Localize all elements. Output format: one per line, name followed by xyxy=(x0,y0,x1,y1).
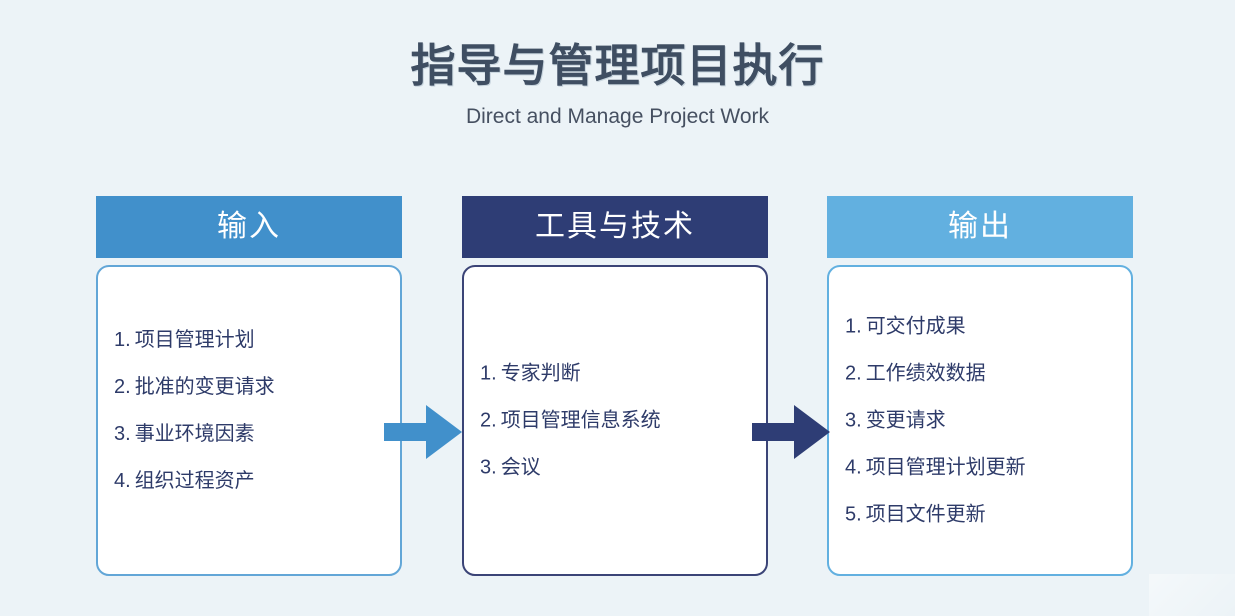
list-item-label: 工作绩效数据 xyxy=(865,362,986,384)
list-item-label: 项目文件更新 xyxy=(865,503,986,525)
list-item-label: 项目管理信息系统 xyxy=(500,409,661,431)
list-item: 1.可交付成果 xyxy=(845,303,1121,350)
list-item: 4.项目管理计划更新 xyxy=(845,444,1121,491)
column-tools: 工具与技术 1.专家判断 2.项目管理信息系统 3.会议 xyxy=(462,196,768,576)
list-item: 2.批准的变更请求 xyxy=(114,364,390,411)
list-item-label: 组织过程资产 xyxy=(134,470,255,493)
column-header-input: 输入 xyxy=(96,196,402,258)
list-item-label: 专家判断 xyxy=(500,362,581,384)
list-item-number: 4. xyxy=(845,456,862,478)
column-body-input: 1.项目管理计划 2.批准的变更请求 3.事业环境因素 4.组织过程资产 xyxy=(96,265,402,576)
list-item-number: 3. xyxy=(845,409,862,431)
list-item-label: 批准的变更请求 xyxy=(134,376,275,399)
list-item-number: 2. xyxy=(114,376,131,399)
list-item: 3.变更请求 xyxy=(845,397,1121,444)
list-item-number: 1. xyxy=(480,362,497,384)
list-item-label: 可交付成果 xyxy=(865,315,966,337)
arrow-right-icon xyxy=(752,405,830,459)
list-item: 4.组织过程资产 xyxy=(114,458,390,505)
list-item-number: 5. xyxy=(845,503,862,525)
list-item: 1.专家判断 xyxy=(480,350,756,397)
list-item-label: 项目管理计划更新 xyxy=(865,456,1026,478)
column-body-output: 1.可交付成果 2.工作绩效数据 3.变更请求 4.项目管理计划更新 5.项目文… xyxy=(827,265,1133,576)
column-input: 输入 1.项目管理计划 2.批准的变更请求 3.事业环境因素 4.组织过程资产 xyxy=(96,196,402,576)
list-item: 3.事业环境因素 xyxy=(114,411,390,458)
list-item-number: 3. xyxy=(114,423,131,446)
list-item-number: 1. xyxy=(845,315,862,337)
column-output: 输出 1.可交付成果 2.工作绩效数据 3.变更请求 4.项目管理计划更新 xyxy=(827,196,1133,576)
column-body-tools: 1.专家判断 2.项目管理信息系统 3.会议 xyxy=(462,265,768,576)
column-header-tools: 工具与技术 xyxy=(462,196,768,258)
list-tools: 1.专家判断 2.项目管理信息系统 3.会议 xyxy=(480,350,756,491)
title-block: 指导与管理项目执行 Direct and Manage Project Work xyxy=(0,40,1235,129)
column-header-output: 输出 xyxy=(827,196,1133,258)
list-item-label: 会议 xyxy=(500,456,541,478)
list-item: 1.项目管理计划 xyxy=(114,317,390,364)
list-item-label: 事业环境因素 xyxy=(134,423,255,446)
list-item: 2.项目管理信息系统 xyxy=(480,397,756,444)
list-item-label: 项目管理计划 xyxy=(134,329,255,352)
arrow-right-icon xyxy=(384,405,462,459)
list-item-number: 4. xyxy=(114,470,131,493)
page-subtitle: Direct and Manage Project Work xyxy=(465,104,770,128)
list-item-number: 3. xyxy=(480,456,497,478)
list-item-number: 1. xyxy=(114,329,131,352)
columns-container: 输入 1.项目管理计划 2.批准的变更请求 3.事业环境因素 4.组织过程资产 xyxy=(0,196,1235,596)
list-item: 5.项目文件更新 xyxy=(845,491,1121,538)
list-item-number: 2. xyxy=(480,409,497,431)
list-item: 3.会议 xyxy=(480,444,756,491)
list-item: 2.工作绩效数据 xyxy=(845,350,1121,397)
page-title: 指导与管理项目执行 xyxy=(410,40,825,91)
list-input: 1.项目管理计划 2.批准的变更请求 3.事业环境因素 4.组织过程资产 xyxy=(114,317,390,505)
list-item-label: 变更请求 xyxy=(865,409,946,431)
list-output: 1.可交付成果 2.工作绩效数据 3.变更请求 4.项目管理计划更新 5.项目文… xyxy=(845,303,1121,538)
list-item-number: 2. xyxy=(845,362,862,384)
